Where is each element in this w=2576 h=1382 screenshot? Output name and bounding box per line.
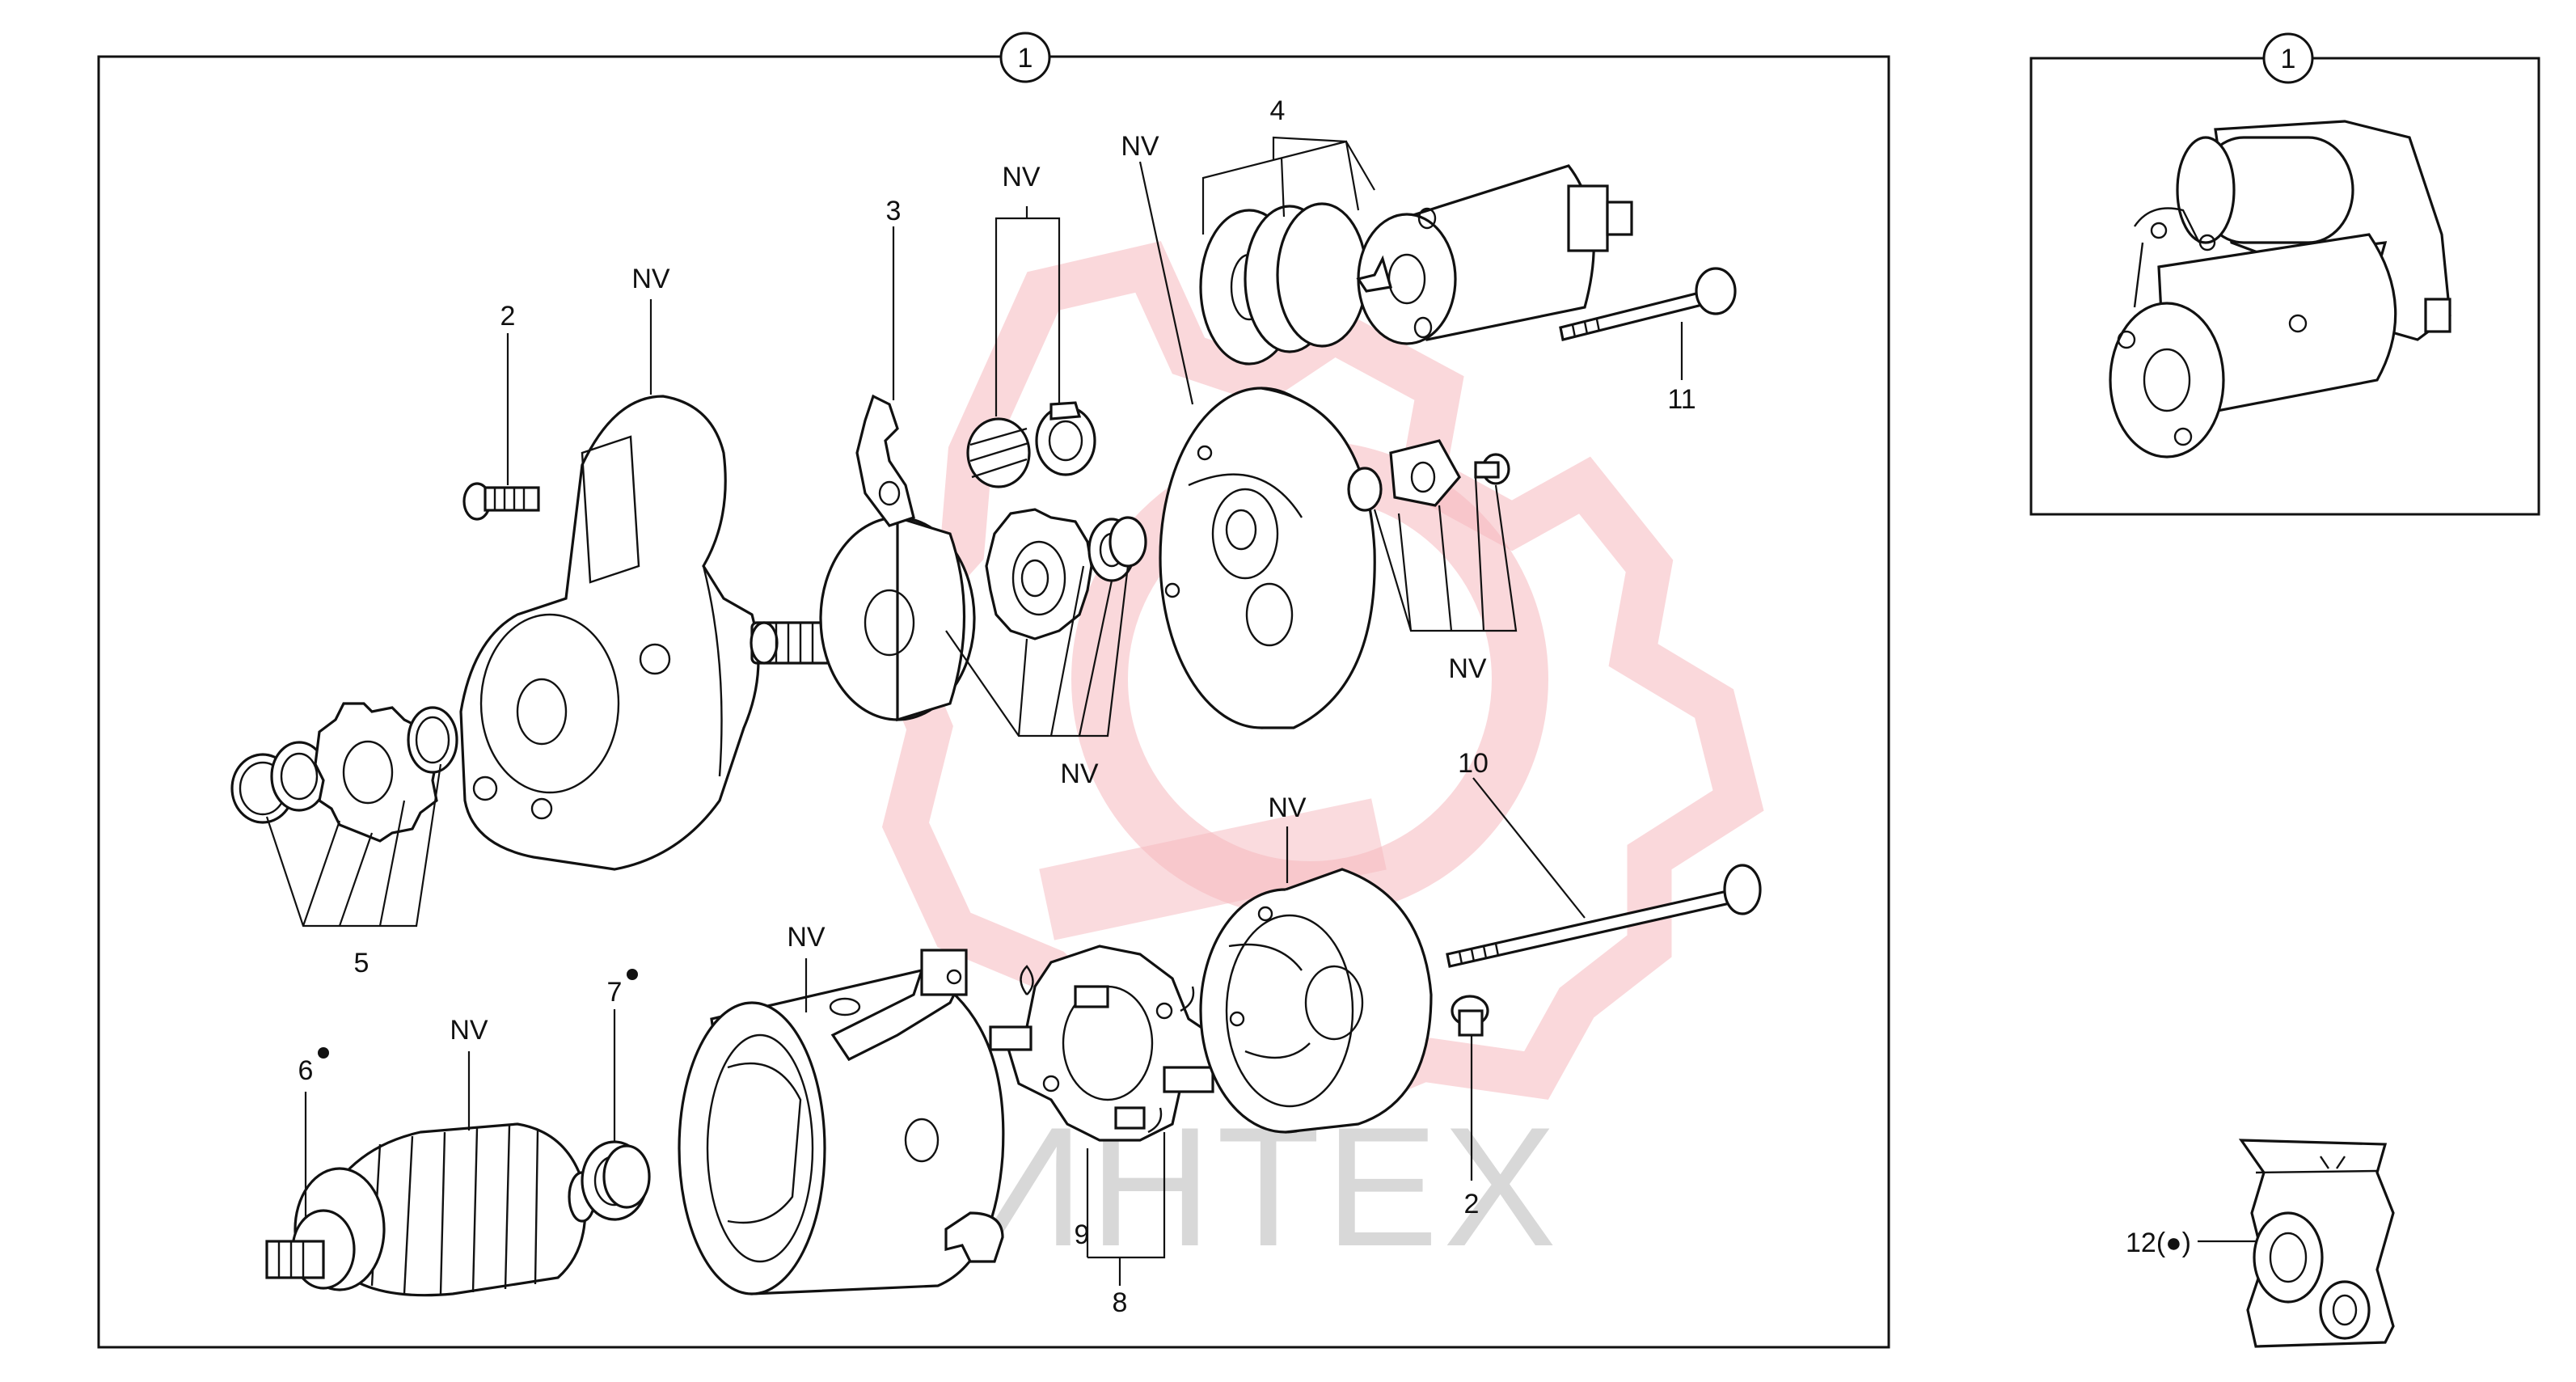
brush-holder-assembly: [989, 945, 1214, 1142]
leader-pinion-group: [265, 763, 442, 928]
drive-end-housing: [459, 395, 760, 871]
clutch-springs: [966, 401, 1096, 488]
label-brush-holder-inner: 9: [1075, 1219, 1090, 1250]
drive-shaft-and-clutch: [750, 394, 976, 722]
label-end-cover: NV: [1268, 792, 1307, 823]
label-solenoid-group: 4: [1270, 95, 1286, 126]
leader-solenoid-group: [1201, 136, 1375, 235]
label-drive-housing: NV: [631, 264, 670, 294]
assembled-starter-illustration: [2109, 120, 2451, 459]
main-frame-ref-number: 1: [1018, 43, 1033, 74]
label-gear-group: NV: [1060, 759, 1099, 789]
bearing-repair-kit-dot: [627, 969, 638, 980]
leader-gear-group: [945, 565, 1130, 737]
screw-left: [462, 482, 540, 521]
armature: [265, 1122, 597, 1297]
yoke-field-frame: [678, 949, 1005, 1295]
leader-terminal-group: [1373, 476, 1518, 632]
label-pinion-group: 5: [354, 948, 370, 978]
pinion-gear-assembly: [230, 702, 458, 843]
label-screw-right: 2: [1464, 1189, 1480, 1219]
leader-through-bolt: [1472, 777, 1586, 919]
solenoid-assembly: [1199, 164, 1633, 366]
label-armature: 6: [298, 1055, 314, 1086]
commutator-end-cover: [1199, 868, 1433, 1134]
label-end-plate: NV: [1121, 131, 1159, 162]
leader-end-plate: [1138, 161, 1194, 405]
armature-repair-kit-dot: [318, 1047, 329, 1059]
label-springs-top: NV: [1002, 162, 1041, 192]
label-lever: 3: [886, 196, 902, 226]
label-through-bolt: 10: [1458, 748, 1489, 779]
terminal-insulator-parts: [1347, 439, 1510, 512]
label-bearing: 7: [607, 977, 623, 1008]
main-frame-ref-bubble: [999, 32, 1051, 83]
idler-gear-and-washers: [985, 508, 1147, 640]
label-yoke: NV: [787, 922, 826, 953]
label-screw-left: 2: [500, 301, 516, 332]
solenoid-mounting-bolt: [1559, 267, 1737, 341]
repair-kit-bag: [2238, 1139, 2395, 1348]
leader-springs-top: [995, 206, 1061, 416]
label-armature-nv: NV: [450, 1015, 488, 1046]
inset-frame-ref-number: 1: [2281, 44, 2296, 74]
screw-right: [1451, 995, 1489, 1037]
intermediate-end-plate: [1159, 387, 1376, 729]
bearing: [581, 1140, 651, 1221]
leader-brush-holder: [1086, 1132, 1166, 1286]
through-bolt: [1446, 864, 1762, 968]
label-terminal-group: NV: [1448, 653, 1487, 684]
label-repair-kit: 12(●): [2126, 1228, 2191, 1258]
main-frame: [97, 55, 1890, 1349]
label-brush-holder: 8: [1113, 1287, 1128, 1318]
label-solenoid-bolt: 11: [1667, 384, 1696, 415]
inset-frame-ref-bubble: [2262, 32, 2314, 84]
